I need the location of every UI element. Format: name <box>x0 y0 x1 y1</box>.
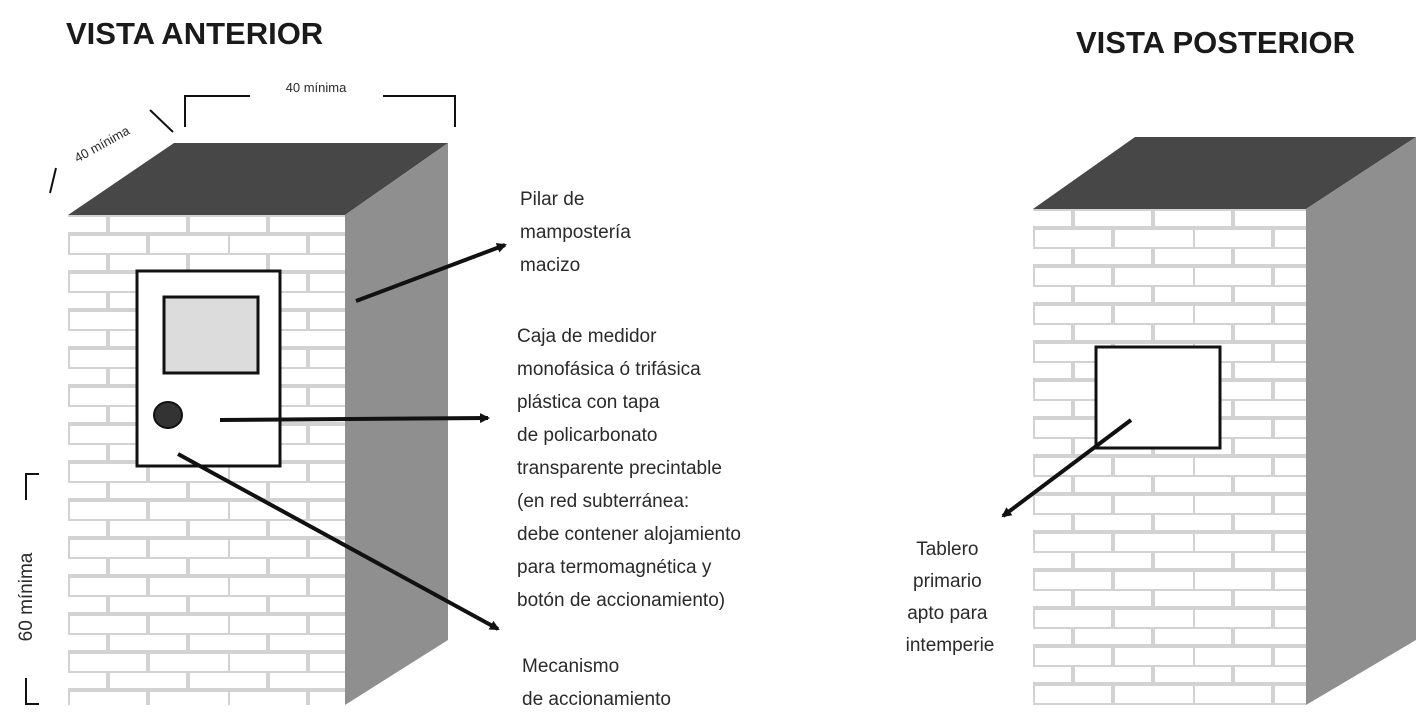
meter-box-arrow <box>219 413 490 424</box>
panel-arrow <box>1001 418 1133 518</box>
panel-label-line: intemperie <box>906 635 995 656</box>
dimension-width: 40 mínima <box>184 80 456 127</box>
panel-label-line: Tablero <box>916 539 978 560</box>
meter-box-label-line: plástica con tapa <box>517 392 660 413</box>
dimension-height-label: 60 mínima <box>16 552 37 641</box>
meter-box-label-line: debe contener alojamiento <box>517 524 741 545</box>
mechanism-label-line: Mecanismo <box>522 656 619 677</box>
dimension-width-label: 40 mínima <box>286 80 347 95</box>
meter-box-label-line: para termomagnética y <box>517 557 712 578</box>
back-pillar <box>1033 137 1416 705</box>
pillar-label: Pilar de mampostería macizo <box>520 189 636 276</box>
mechanism-label: Mecanismo de accionamiento <box>522 656 671 710</box>
panel-label-line: apto para <box>907 603 988 624</box>
dimension-depth-label: 40 mínima <box>72 122 133 165</box>
pillar-label-line: mampostería <box>520 222 631 243</box>
mechanism-arrow <box>177 452 500 631</box>
back-pillar-brick-face <box>1033 209 1306 705</box>
dimension-height: 60 mínima <box>16 473 39 705</box>
meter-box-label-line: Caja de medidor <box>517 326 657 347</box>
meter-box-label-line: transparente precintable <box>517 458 722 479</box>
meter-box-label-line: (en red subterránea: <box>517 491 689 512</box>
meter-window <box>162 295 260 375</box>
meter-box-label-line: de policarbonato <box>517 425 658 446</box>
meter-box-label-line: monofásica ó trifásica <box>517 359 701 380</box>
front-view-title: VISTA ANTERIOR <box>66 16 323 51</box>
back-view-title: VISTA POSTERIOR <box>1076 25 1355 60</box>
pillar-label-line: Pilar de <box>520 189 584 210</box>
meter-box-label: Caja de medidor monofásica ó trifásica p… <box>517 326 746 611</box>
pillar-label-line: macizo <box>520 255 580 276</box>
panel-label: Tablero primario apto para intemperie <box>906 539 995 656</box>
mechanism-button <box>153 401 183 429</box>
back-pillar-side-face <box>1306 137 1416 705</box>
front-pillar-top-face <box>68 143 448 215</box>
panel-label-line: primario <box>913 571 982 592</box>
back-pillar-top-face <box>1033 137 1416 209</box>
pillar-arrow <box>355 243 507 303</box>
mechanism-label-line: de accionamiento <box>522 689 671 710</box>
front-pillar-side-face <box>345 143 448 705</box>
meter-box-label-line: botón de accionamiento) <box>517 590 725 611</box>
